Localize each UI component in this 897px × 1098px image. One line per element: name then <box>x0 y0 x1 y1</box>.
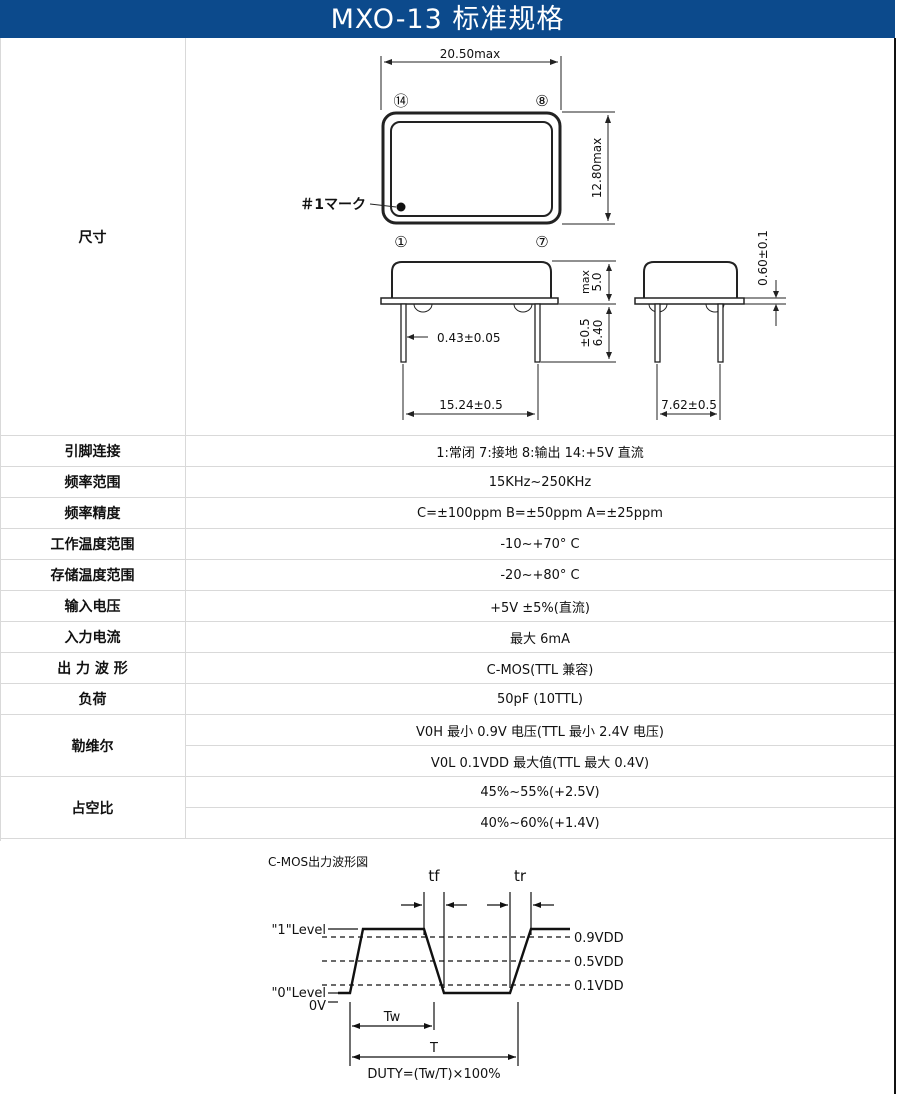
height-max-text: 12.80max <box>590 138 604 199</box>
threshold-lines <box>322 936 572 986</box>
pin-spacing-text: 15.24±0.5 <box>439 398 503 412</box>
end-view-base <box>634 297 745 305</box>
level-value-high: V0H 最小 0.9V 电压(TTL 最小 2.4V 电压) <box>185 714 894 746</box>
spec-value: 最大 6mA <box>185 621 894 653</box>
level-value-low: V0L 0.1VDD 最大值(TTL 最大 0.4V) <box>185 745 894 777</box>
spec-value: 50pF (10TTL) <box>185 683 894 715</box>
side-view-bump-right <box>513 303 533 313</box>
pin8-label: ⑧ <box>535 92 548 110</box>
waveform-trace <box>338 927 570 995</box>
waveform-arrowheads <box>352 902 541 1060</box>
spec-table: 尺寸 <box>0 38 894 839</box>
spec-row: 工作温度范围 -10~+70° C <box>0 528 894 560</box>
pin1-mark-label: ＃1マーク <box>300 197 366 213</box>
standoff-text: 0.60±0.1 <box>756 230 770 286</box>
v09-label: 0.9VDD <box>574 931 624 946</box>
pin7-label: ⑦ <box>535 233 548 251</box>
level-label: 勒维尔 <box>0 714 186 777</box>
dimension-drawing: 20.50max ⑭ ⑧ ① ⑦ ＃1マーク 12.80max max 5.0 … <box>300 47 786 420</box>
frame-right-border <box>894 38 896 1094</box>
pin1-label: ① <box>394 233 407 251</box>
end-view-body <box>643 261 738 298</box>
page-title: MXO-13 标准规格 <box>0 0 895 38</box>
dimension-row: 尺寸 <box>0 38 894 436</box>
spec-row: 引脚连接 1:常闭 7:接地 8:输出 14:+5V 直流 <box>0 435 894 467</box>
level1-label: "1"Level <box>271 923 326 938</box>
v05-label: 0.5VDD <box>574 955 624 970</box>
v01-label: 0.1VDD <box>574 979 624 994</box>
lead-dia-arrow <box>407 334 414 340</box>
side-view-lead-left <box>400 303 407 363</box>
spec-value: -20~+80° C <box>185 559 894 591</box>
duty-value-ttl: 40%~60%(+1.4V) <box>185 807 894 839</box>
spec-label: 引脚连接 <box>0 435 186 467</box>
zero-volt-label: 0V <box>309 999 326 1014</box>
spec-value: 15KHz~250KHz <box>185 466 894 498</box>
spec-label: 频率范围 <box>0 466 186 498</box>
spec-label: 频率精度 <box>0 497 186 529</box>
package-outline-inner <box>390 121 553 217</box>
spec-value: +5V ±5%(直流) <box>185 590 894 622</box>
spec-value: C-MOS(TTL 兼容) <box>185 652 894 684</box>
side-view-base <box>380 297 559 305</box>
duty-row-cmos: 占空比 45%~55%(+2.5V) <box>0 776 894 839</box>
lead-length-value-text: 6.40 <box>591 320 605 347</box>
period-label: T <box>429 1041 438 1056</box>
waveform-diagram: C-MOS出力波形図 tf tr "1"Level "0"Level 0V 0.… <box>268 855 624 1082</box>
row-spacing-arrows <box>660 411 717 417</box>
width-max-text: 20.50max <box>440 47 501 61</box>
duty-label: 占空比 <box>0 776 186 839</box>
spec-label: 工作温度范围 <box>0 528 186 560</box>
duty-formula: DUTY=(Tw/T)×100% <box>367 1067 500 1082</box>
spec-label: 入力电流 <box>0 621 186 653</box>
spec-label: 输入电压 <box>0 590 186 622</box>
body-height-unit-text: max <box>579 270 592 294</box>
mark-leader-line <box>369 203 397 208</box>
tr-label: tr <box>514 867 527 885</box>
duty-row-ttl: 40%~60%(+1.4V) <box>0 807 894 839</box>
waveform-section: C-MOS出力波形図 tf tr "1"Level "0"Level 0V 0.… <box>0 842 894 1094</box>
dimension-drawing-cell: 20.50max ⑭ ⑧ ① ⑦ ＃1マーク 12.80max max 5.0 … <box>185 38 894 436</box>
spec-row: 出 力 波 形 C-MOS(TTL 兼容) <box>0 652 894 684</box>
spec-value: -10~+70° C <box>185 528 894 560</box>
waveform-title: C-MOS出力波形図 <box>268 855 368 869</box>
row-spacing-text: 7.62±0.5 <box>661 398 717 412</box>
side-view-bump-left <box>413 303 433 313</box>
side-view-body <box>391 261 552 298</box>
lead-diameter-text: 0.43±0.05 <box>437 331 501 345</box>
level-row-low: V0L 0.1VDD 最大值(TTL 最大 0.4V) <box>0 745 894 777</box>
spec-row: 入力电流 最大 6mA <box>0 621 894 653</box>
tw-label: Tw <box>383 1010 401 1025</box>
spec-label: 出 力 波 形 <box>0 652 186 684</box>
standoff-arrows <box>773 291 779 311</box>
package-outline-outer <box>381 111 562 225</box>
spec-row: 负荷 50pF (10TTL) <box>0 683 894 715</box>
spec-row: 频率精度 C=±100ppm B=±50ppm A=±25ppm <box>0 497 894 529</box>
level-row-high: 勒维尔 V0H 最小 0.9V 电压(TTL 最小 2.4V 电压) <box>0 714 894 777</box>
end-view-lead-right <box>717 303 724 363</box>
pin1-mark-dot <box>396 202 406 212</box>
level0-label: "0"Level <box>271 986 326 1001</box>
pin14-label: ⑭ <box>393 92 408 110</box>
duty-value-cmos: 45%~55%(+2.5V) <box>185 776 894 808</box>
spec-label: 存储温度范围 <box>0 559 186 591</box>
body-height-value-text: 5.0 <box>590 272 604 291</box>
spec-label: 负荷 <box>0 683 186 715</box>
tf-label: tf <box>428 867 440 885</box>
spec-row: 输入电压 +5V ±5%(直流) <box>0 590 894 622</box>
end-view-lead-left <box>654 303 661 363</box>
spec-value: 1:常闭 7:接地 8:输出 14:+5V 直流 <box>185 435 894 467</box>
spec-value: C=±100ppm B=±50ppm A=±25ppm <box>185 497 894 529</box>
side-view-lead-right <box>534 303 541 363</box>
spec-row: 存储温度范围 -20~+80° C <box>0 559 894 591</box>
spec-row: 频率范围 15KHz~250KHz <box>0 466 894 498</box>
lead-length-tol-text: ±0.5 <box>578 318 592 347</box>
dimension-label: 尺寸 <box>0 38 186 436</box>
